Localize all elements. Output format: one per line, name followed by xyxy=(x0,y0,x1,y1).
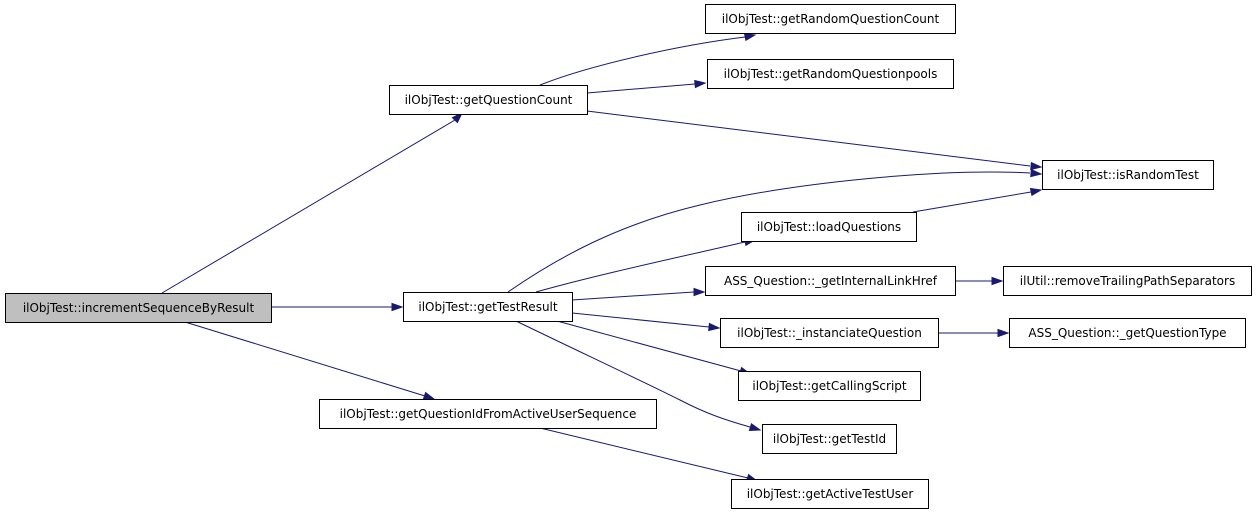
edge-arrowhead xyxy=(1030,168,1043,178)
edge-arrowhead xyxy=(997,328,1010,338)
edge-line xyxy=(571,312,710,328)
node-box xyxy=(720,318,939,348)
node-getQIdFromSeq[interactable]: ilObjTest::getQuestionIdFromActiveUserSe… xyxy=(319,399,657,429)
edge-arrowhead xyxy=(743,32,757,42)
node-getActiveTestUser[interactable]: ilObjTest::getActiveTestUser xyxy=(731,479,929,509)
node-getRandomQuestionpools[interactable]: ilObjTest::getRandomQuestionpools xyxy=(707,59,954,89)
node-label: ilObjTest::_instanciateQuestion xyxy=(737,326,922,340)
edge-getTestResult-to-getTestId xyxy=(515,320,762,432)
node-label: ASS_Question::_getQuestionType xyxy=(1028,326,1226,340)
node-instanciateQuestion[interactable]: ilObjTest::_instanciateQuestion xyxy=(720,318,939,348)
node-box xyxy=(1042,160,1214,190)
node-box xyxy=(403,292,573,322)
edge-arrowhead xyxy=(708,322,721,332)
node-label: ilObjTest::getTestId xyxy=(773,432,886,446)
edge-getQuestionCount-to-getRandomQuestionpools xyxy=(586,79,707,94)
node-getQuestionType[interactable]: ASS_Question::_getQuestionType xyxy=(1009,318,1246,348)
node-getTestId[interactable]: ilObjTest::getTestId xyxy=(762,424,897,454)
edge-getTestResult-to-instanciateQuestion xyxy=(571,312,721,332)
edge-arrowhead xyxy=(391,302,404,312)
edge-loadQuestions-to-isRandomTest xyxy=(912,187,1043,213)
nodes-layer: ilObjTest::incrementSequenceByResultilOb… xyxy=(5,4,1252,509)
edge-line xyxy=(539,36,746,86)
node-removeTrailing[interactable]: ilUtil::removeTrailingPathSeparators xyxy=(1003,266,1252,296)
edge-getTestResult-to-getInternalLinkHref xyxy=(571,287,706,301)
node-getRandomQuestionCount[interactable]: ilObjTest::getRandomQuestionCount xyxy=(705,4,956,34)
node-label: ilObjTest::incrementSequenceByResult xyxy=(23,301,255,315)
edge-line xyxy=(184,321,426,397)
node-box xyxy=(1009,318,1246,348)
node-box xyxy=(707,59,954,89)
node-label: ilObjTest::loadQuestions xyxy=(757,220,901,234)
edge-line xyxy=(912,191,1032,213)
node-loadQuestions[interactable]: ilObjTest::loadQuestions xyxy=(741,212,917,242)
node-box xyxy=(705,4,956,34)
node-label: ilObjTest::getTestResult xyxy=(418,300,557,314)
node-box xyxy=(705,266,956,296)
node-label: ilObjTest::isRandomTest xyxy=(1057,168,1199,182)
edge-line xyxy=(586,110,1031,167)
node-label: ilObjTest::getCallingScript xyxy=(752,379,907,393)
node-label: ilObjTest::getQuestionCount xyxy=(405,93,573,107)
node-box xyxy=(319,399,657,429)
edge-arrowhead xyxy=(694,79,707,89)
node-label: ilObjTest::getRandomQuestionCount xyxy=(722,12,940,26)
node-box xyxy=(762,424,897,454)
edge-arrowhead xyxy=(693,287,706,297)
edge-arrowhead xyxy=(451,111,464,124)
node-label: ilObjTest::getActiveTestUser xyxy=(747,487,914,501)
node-getTestResult[interactable]: ilObjTest::getTestResult xyxy=(403,292,573,322)
edge-line xyxy=(539,427,749,479)
node-label: ilObjTest::getRandomQuestionpools xyxy=(724,67,938,81)
edge-line xyxy=(507,171,1031,293)
node-getInternalLinkHref[interactable]: ASS_Question::_getInternalLinkHref xyxy=(705,266,956,296)
node-increment: ilObjTest::incrementSequenceByResult xyxy=(5,293,272,323)
edge-line xyxy=(535,241,746,293)
edge-line xyxy=(161,119,456,294)
node-box xyxy=(1003,266,1252,296)
edge-arrowhead xyxy=(991,276,1004,286)
edge-arrowhead xyxy=(1030,161,1043,171)
edge-line xyxy=(515,320,751,428)
node-label: ilUtil::removeTrailingPathSeparators xyxy=(1020,274,1235,288)
edge-instanciateQuestion-to-getQuestionType xyxy=(938,328,1010,338)
node-getCallingScript[interactable]: ilObjTest::getCallingScript xyxy=(738,371,921,401)
node-box xyxy=(389,85,588,115)
node-label: ilObjTest::getQuestionIdFromActiveUserSe… xyxy=(340,407,637,421)
edge-line xyxy=(571,291,695,301)
edge-line xyxy=(556,320,742,372)
node-box xyxy=(731,479,929,509)
edge-getQuestionCount-to-isRandomTest xyxy=(586,110,1043,171)
node-box xyxy=(741,212,917,242)
node-label: ASS_Question::_getInternalLinkHref xyxy=(724,274,938,288)
edge-getQuestionCount-to-getRandomQuestionCount xyxy=(539,32,757,86)
node-box xyxy=(5,293,272,323)
node-isRandomTest[interactable]: ilObjTest::isRandomTest xyxy=(1042,160,1214,190)
edge-arrowhead xyxy=(422,391,436,400)
edge-arrowhead xyxy=(748,422,762,432)
edge-arrowhead xyxy=(1029,187,1043,197)
edge-increment-to-getTestResult xyxy=(271,302,404,312)
edge-getQIdFromSeq-to-getActiveTestUser xyxy=(539,427,759,482)
edge-getTestResult-to-isRandomTest xyxy=(507,168,1043,293)
edge-line xyxy=(586,83,696,94)
edge-getInternalLinkHref-to-removeTrailing xyxy=(955,276,1004,286)
node-getQuestionCount[interactable]: ilObjTest::getQuestionCount xyxy=(389,85,588,115)
edge-increment-to-getQIdFromSeq xyxy=(184,321,436,400)
edge-increment-to-getQuestionCount xyxy=(161,111,464,294)
node-box xyxy=(738,371,921,401)
